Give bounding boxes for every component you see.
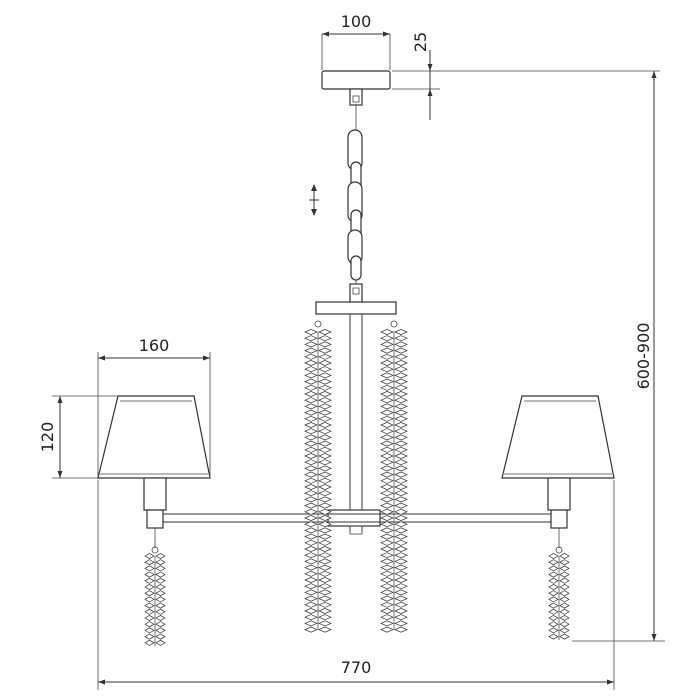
- shade-height-dimension: 120: [38, 395, 118, 479]
- crystal-strand-inner-left: [304, 329, 332, 633]
- right-lamp: [501, 395, 615, 548]
- crystal-strands: [144, 329, 570, 646]
- canopy-width-label: 100: [341, 12, 372, 31]
- right-lamp-shade: [501, 395, 615, 479]
- total-height-label: 600-900: [634, 323, 653, 390]
- horizontal-arm: [160, 513, 552, 523]
- crystal-strand-right: [548, 552, 570, 640]
- shade-height-label: 120: [38, 422, 57, 453]
- canopy: [321, 70, 391, 106]
- canopy-height-dimension: 25: [392, 32, 660, 120]
- strand-hooks: [151, 320, 563, 554]
- left-lamp-shade: [97, 395, 211, 479]
- total-width-label: 770: [341, 658, 372, 677]
- canopy-width-dimension: 100: [321, 12, 391, 70]
- shade-width-dimension: 160: [97, 336, 211, 478]
- vertical-adjust-arrow-icon: [309, 184, 319, 216]
- shade-width-label: 160: [139, 336, 170, 355]
- chain: [347, 105, 363, 303]
- total-width-dimension: 770: [97, 480, 615, 690]
- crystal-strand-inner-right: [380, 329, 408, 633]
- canopy-height-label: 25: [411, 32, 430, 52]
- left-lamp: [97, 395, 211, 548]
- total-height-dimension: 600-900: [572, 71, 665, 642]
- crystal-strand-left: [144, 552, 166, 646]
